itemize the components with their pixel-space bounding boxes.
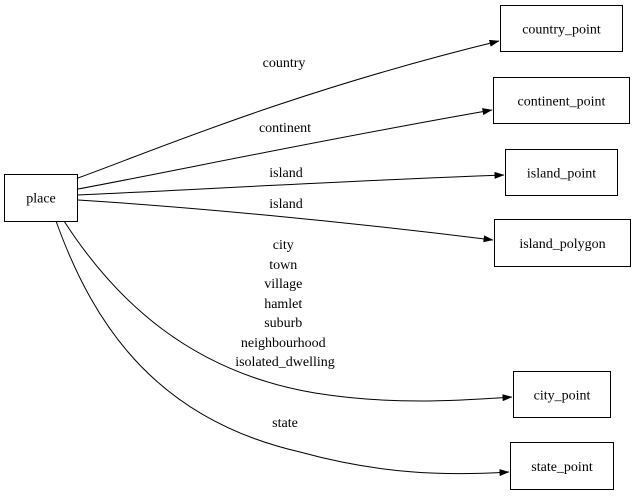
edge-place-state-point <box>55 220 510 477</box>
edge-label-island-point: island <box>269 166 302 181</box>
node-island-polygon-box <box>494 219 631 267</box>
edge-place-island-point <box>77 171 505 196</box>
node-place-box <box>4 174 78 222</box>
node-island-point-box <box>505 149 618 196</box>
node-island-point: island_point <box>505 149 618 196</box>
edge-label-village-line: village <box>264 277 302 292</box>
node-place: place <box>4 174 78 222</box>
edge-label-continent: continent <box>259 121 311 136</box>
node-city-point-box <box>513 371 611 418</box>
node-continent-point-box <box>493 77 630 124</box>
edge-place-city-point <box>63 220 513 402</box>
edge-label-country: country <box>263 56 306 71</box>
node-city-point-label: city_point <box>534 389 591 404</box>
edge-label-state: state <box>272 416 298 431</box>
node-state-point: state_point <box>510 442 614 490</box>
edge-label-island-polygon: island <box>269 197 302 212</box>
node-country-point-label: country_point <box>522 23 601 38</box>
edge-label-town-line: town <box>269 258 297 273</box>
edge-place-continent-point <box>77 108 493 190</box>
node-island-polygon-label: island_polygon <box>519 237 605 252</box>
edge-label-isolated-dwelling-line: isolated_dwelling <box>235 355 335 370</box>
edge-label-city-line: city <box>273 238 294 253</box>
node-country-point: country_point <box>500 5 623 52</box>
node-state-point-label: state_point <box>531 460 593 475</box>
node-continent-point: continent_point <box>493 77 630 124</box>
edge-place-country-point <box>77 39 500 179</box>
edge-label-suburb-line: suburb <box>264 316 302 331</box>
edge-label-hamlet-line: hamlet <box>264 297 302 312</box>
edge-label-city-group: city town village hamlet suburb neighbou… <box>235 238 335 370</box>
node-island-polygon: island_polygon <box>494 219 631 267</box>
node-place-label: place <box>26 192 56 207</box>
edge-label-neighbourhood-line: neighbourhood <box>241 336 326 351</box>
node-island-point-label: island_point <box>527 167 596 182</box>
node-state-point-box <box>510 442 614 490</box>
node-country-point-box <box>500 5 623 52</box>
node-city-point: city_point <box>513 371 611 418</box>
node-continent-point-label: continent_point <box>518 95 606 110</box>
edge-place-island-polygon <box>77 199 494 243</box>
